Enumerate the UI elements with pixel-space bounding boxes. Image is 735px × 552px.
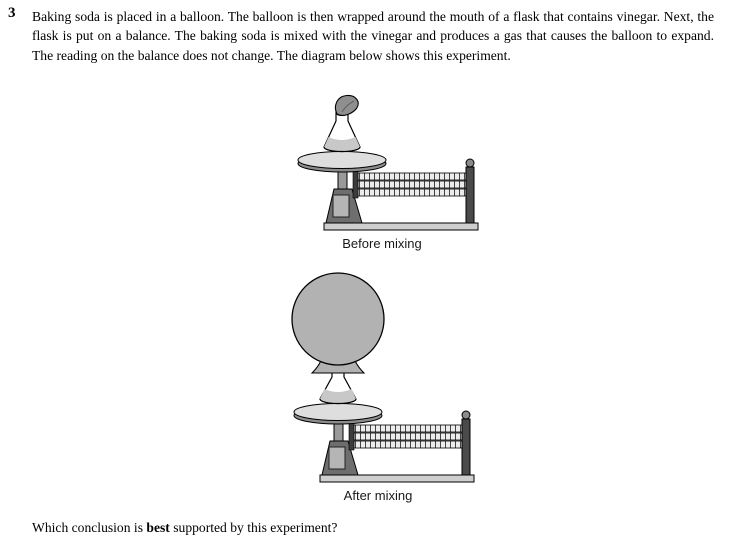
before-mixing-diagram (297, 94, 479, 231)
figure-after-mixing: After mixing (278, 271, 478, 503)
figure-caption-before: Before mixing (342, 236, 422, 251)
flask-icon (323, 109, 361, 153)
question-prompt: Which conclusion is best supported by th… (32, 520, 337, 536)
prompt-text-prefix: Which conclusion is (32, 520, 147, 535)
deflated-balloon-icon (334, 94, 359, 116)
prompt-text-bold: best (146, 520, 170, 535)
question-number: 3 (8, 5, 16, 21)
flask-icon (319, 370, 357, 405)
balance-icon (293, 403, 475, 483)
after-mixing-diagram (291, 272, 475, 483)
question-body: Baking soda is placed in a balloon. The … (32, 9, 714, 63)
inflated-balloon-icon (291, 272, 385, 374)
balance-icon (297, 151, 479, 231)
figure-before-mixing: Before mixing (282, 93, 482, 251)
prompt-text-suffix: supported by this experiment? (169, 520, 338, 535)
figure-caption-after: After mixing (343, 488, 413, 503)
